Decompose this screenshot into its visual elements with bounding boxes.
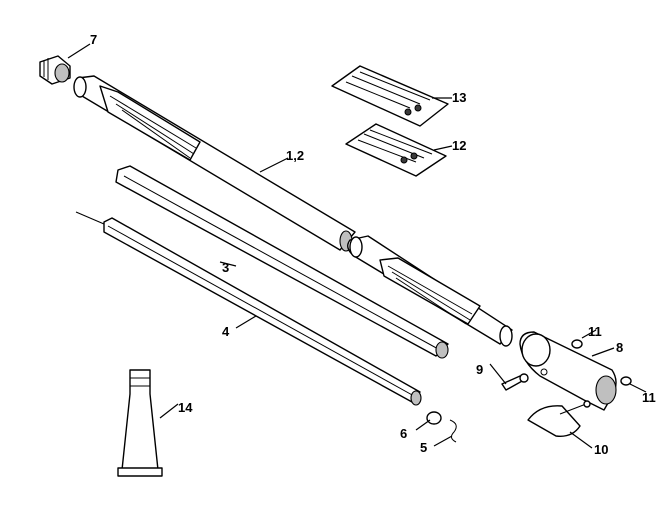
bushing-part-6	[426, 411, 442, 425]
screw-part-9	[501, 373, 529, 391]
grease-tube-part-14	[117, 369, 163, 477]
callout-3: 3	[222, 260, 229, 275]
drive-tube-part-1-2	[73, 75, 356, 252]
callout-4: 4	[222, 324, 230, 339]
drive-shaft-part-4	[75, 211, 422, 406]
callout-14: 14	[178, 400, 193, 415]
wing-screw-part-10	[527, 400, 591, 437]
drive-tube-lower-section	[347, 235, 513, 347]
nut-part-11-top	[571, 339, 583, 349]
decal-part-12	[345, 123, 447, 177]
leader-lines	[67, 43, 647, 449]
callout-7: 7	[90, 32, 97, 47]
end-cap-part-7	[39, 55, 71, 85]
decal-part-13	[331, 65, 449, 127]
nut-part-11-side	[620, 376, 632, 386]
callout-8: 8	[616, 340, 623, 355]
callout-5: 5	[420, 440, 427, 455]
callout-1-2: 1,2	[286, 148, 304, 163]
callout-13: 13	[452, 90, 466, 105]
clamp-housing-part-8	[519, 331, 617, 411]
clip-part-5	[449, 419, 457, 443]
callout-11-side: 11	[642, 390, 656, 405]
callout-6: 6	[400, 426, 407, 441]
callout-12: 12	[452, 138, 466, 153]
callout-9: 9	[476, 362, 483, 377]
callout-10: 10	[594, 442, 608, 457]
tube-part-3	[115, 165, 449, 359]
callout-11-top: 11	[588, 324, 602, 339]
